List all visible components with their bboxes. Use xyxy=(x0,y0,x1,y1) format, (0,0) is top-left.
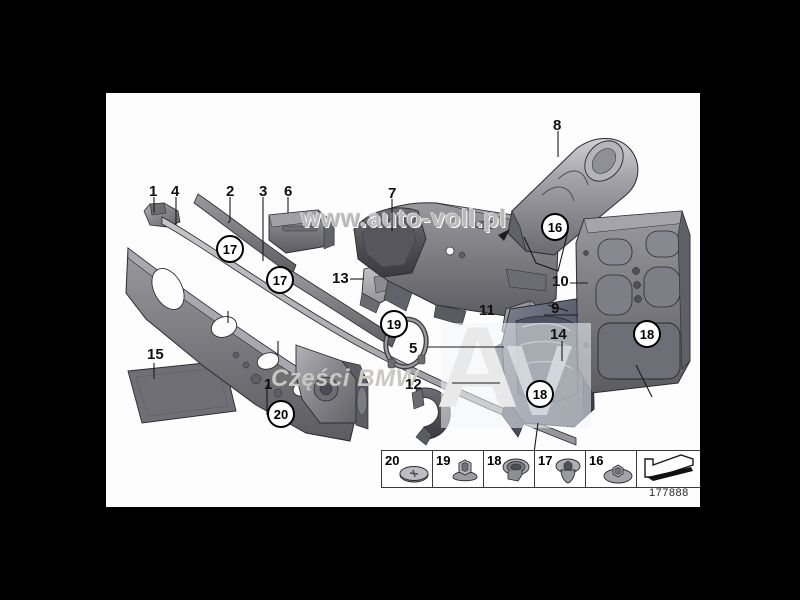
label-11: 11 xyxy=(479,302,495,319)
legend-item-19[interactable]: 19 xyxy=(433,451,484,487)
part-8-heat-shield-cylinder xyxy=(498,138,639,256)
part-10-rear-insulation-panel xyxy=(575,210,691,394)
torx-plastic-rivet-icon xyxy=(555,458,581,484)
flat-disc-screw-icon xyxy=(399,466,429,483)
part-6-insulation-block xyxy=(268,209,335,254)
label-3: 3 xyxy=(259,183,268,200)
leader-lines xyxy=(153,131,653,454)
legend-item-16[interactable]: 16 xyxy=(586,451,637,487)
label-1b: 1 xyxy=(264,376,273,393)
part-3-long-strip xyxy=(287,270,397,348)
callout-18-a[interactable]: 18 xyxy=(633,320,661,348)
legend-item-17[interactable]: 17 xyxy=(535,451,586,487)
legend-number-16: 16 xyxy=(589,453,604,468)
hex-washer-nut-icon xyxy=(603,464,633,484)
legend-item-orientation xyxy=(637,451,700,487)
callout-18-b[interactable]: 18 xyxy=(526,380,554,408)
label-9: 9 xyxy=(551,300,560,317)
label-6: 6 xyxy=(284,183,293,200)
part-1b-firewall-panel xyxy=(125,247,369,442)
legend-number-18: 18 xyxy=(487,453,502,468)
label-8: 8 xyxy=(553,117,562,134)
callout-17-b[interactable]: 17 xyxy=(266,266,294,294)
label-15: 15 xyxy=(147,346,164,363)
callout-17-a[interactable]: 17 xyxy=(216,235,244,263)
label-13: 13 xyxy=(332,270,349,287)
callout-19[interactable]: 19 xyxy=(380,310,408,338)
part-15-damping-mat xyxy=(127,360,237,424)
legend-item-20[interactable]: 20 xyxy=(382,451,433,487)
label-12: 12 xyxy=(405,376,422,393)
arrow-direction-icon xyxy=(644,454,694,481)
legend-item-18[interactable]: 18 xyxy=(484,451,535,487)
legend-number-20: 20 xyxy=(385,453,400,468)
watermark-logo-panel xyxy=(441,323,591,428)
callout-20[interactable]: 20 xyxy=(267,400,295,428)
diagram-canvas: A V www.auto-voll.pl Części BMW xyxy=(106,93,700,507)
expanding-clip-icon xyxy=(502,458,530,482)
label-7: 7 xyxy=(388,185,397,202)
legend-number-17: 17 xyxy=(538,453,553,468)
hex-collar-nut-icon xyxy=(452,459,478,482)
legend-number-19: 19 xyxy=(436,453,451,468)
diagram-id-code: 177888 xyxy=(649,487,689,499)
label-5: 5 xyxy=(409,340,418,357)
fastener-legend: 20 19 18 xyxy=(381,450,700,488)
label-4: 4 xyxy=(171,183,180,200)
label-10: 10 xyxy=(552,273,569,290)
label-14: 14 xyxy=(550,326,567,343)
label-1: 1 xyxy=(149,183,158,200)
callout-16[interactable]: 16 xyxy=(541,213,569,241)
label-2: 2 xyxy=(226,183,235,200)
